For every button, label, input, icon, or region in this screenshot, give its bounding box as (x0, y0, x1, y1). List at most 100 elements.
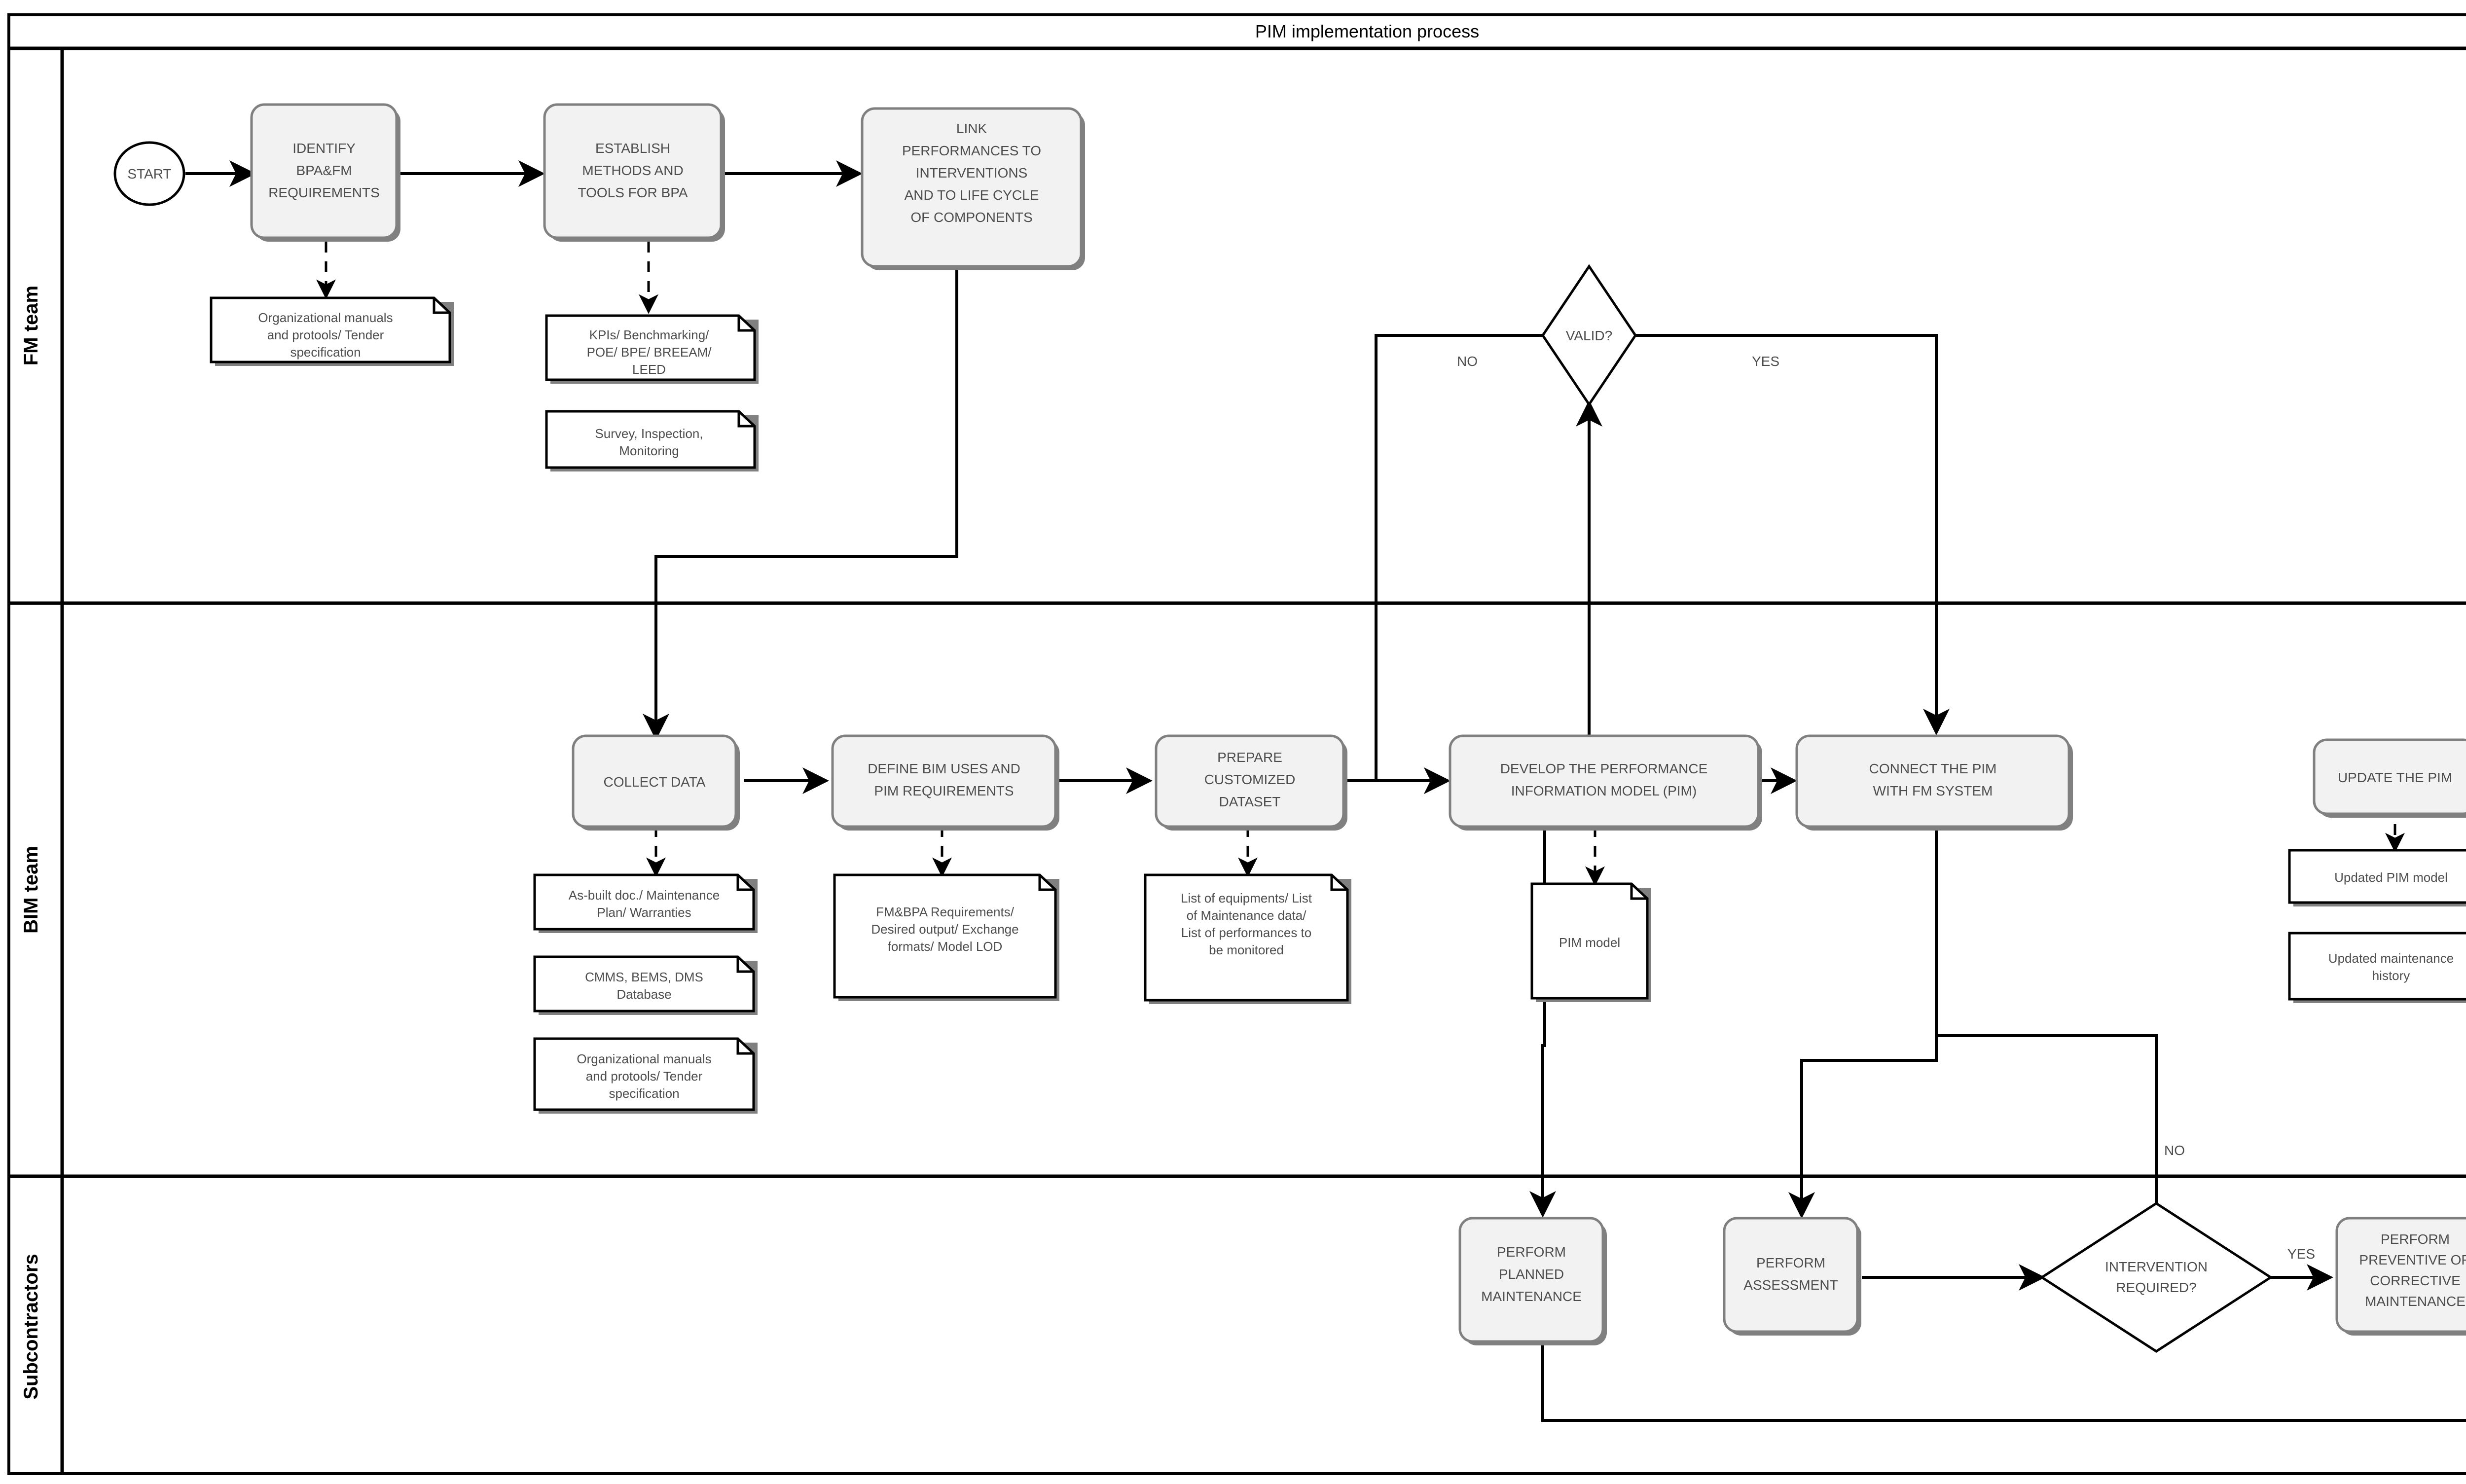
pool-frame (7, 13, 2466, 1475)
node-identify-bpafm-requirements[interactable]: IDENTIFY BPA&FM REQUIREMENTS (250, 103, 400, 242)
doc-kpi-l1: KPIs/ Benchmarking/ (589, 327, 710, 342)
doc-survey-l1: Survey, Inspection, (595, 426, 703, 441)
node-develop-label-l1: DEVELOP THE PERFORMANCE (1500, 761, 1708, 776)
node-valid-decision[interactable]: VALID? (1541, 264, 1637, 407)
node-identify-label-l3: REQUIREMENTS (268, 185, 380, 200)
node-interv-label-l1: INTERVENTION (2105, 1259, 2208, 1274)
doc-upd-hist-l2: history (2372, 968, 2410, 983)
edge-valid-yes (1635, 334, 1950, 735)
doc-org-fm-l3: specification (290, 345, 361, 360)
node-start-label: START (127, 166, 171, 181)
node-perform-assessment[interactable]: PERFORM ASSESSMENT (1723, 1217, 1861, 1336)
connector-layer (185, 160, 2466, 1422)
node-doc-updated-pim-model[interactable]: Updated PIM model (2288, 849, 2466, 906)
edge-label-interv-no: NO (2164, 1143, 2185, 1158)
node-preventive-label-l4: MAINTENANCE (2365, 1294, 2466, 1309)
node-perform-planned-maintenance[interactable]: PERFORM PLANNED MAINTENANCE (1458, 1217, 1607, 1345)
node-collect-data[interactable]: COLLECT DATA (572, 734, 740, 831)
node-valid-label: VALID? (1566, 328, 1612, 343)
edge-label-valid-no: NO (1457, 354, 1478, 369)
node-develop-label-l2: INFORMATION MODEL (PIM) (1511, 783, 1697, 798)
edge-planned-to-update (1541, 1342, 2466, 1422)
node-identify-label-l1: IDENTIFY (292, 141, 356, 156)
node-link-label-l1: LINK (956, 121, 987, 136)
node-establish-label-l1: ESTABLISH (595, 141, 670, 156)
node-update-the-pim[interactable]: UPDATE THE PIM (2313, 738, 2466, 818)
node-define-label-l2: PIM REQUIREMENTS (874, 783, 1014, 798)
doc-pim-model-label: PIM model (1559, 935, 1620, 950)
node-doc-pim-model[interactable]: PIM model (1530, 882, 1651, 1002)
doc-cmms-l1: CMMS, BEMS, DMS (585, 970, 703, 984)
node-connect-label-l2: WITH FM SYSTEM (1873, 783, 1993, 798)
node-preventive-label-l3: CORRECTIVE (2370, 1273, 2461, 1288)
node-establish-label-l2: METHODS AND (582, 163, 683, 178)
node-preventive-label-l1: PERFORM (2381, 1231, 2450, 1247)
node-assess-label-l1: PERFORM (1756, 1255, 1825, 1270)
doc-list-l1: List of equipments/ List (1181, 891, 1312, 905)
node-doc-organizational-manuals-bim[interactable]: Organizational manuals and protools/ Ten… (533, 1037, 758, 1114)
doc-survey-l2: Monitoring (619, 443, 679, 458)
node-develop-performance-information-model[interactable]: DEVELOP THE PERFORMANCE INFORMATION MODE… (1449, 734, 1762, 831)
edge-valid-no (1375, 334, 1543, 781)
node-collect-data-label: COLLECT DATA (604, 774, 706, 790)
doc-cmms-l2: Database (616, 987, 671, 1002)
edge-label-valid-yes: YES (1752, 354, 1779, 369)
doc-list-l3: List of performances to (1181, 925, 1311, 940)
doc-upd-hist-l1: Updated maintenance (2328, 951, 2454, 966)
doc-org-bim-l3: specification (609, 1086, 679, 1101)
node-link-label-l2: PERFORMANCES TO (902, 143, 1041, 158)
doc-org-fm-l2: and protools/ Tender (267, 327, 384, 342)
node-doc-survey-inspection-monitoring[interactable]: Survey, Inspection, Monitoring (545, 410, 759, 471)
node-link-label-l3: INTERVENTIONS (916, 165, 1028, 181)
doc-kpi-l3: LEED (632, 362, 666, 377)
node-connect-label-l1: CONNECT THE PIM (1869, 761, 1997, 776)
lane-label-subcontractors: Subcontractors (20, 1254, 42, 1400)
node-doc-updated-maintenance-history[interactable]: Updated maintenance history (2288, 932, 2466, 1003)
doc-org-fm-l1: Organizational manuals (258, 310, 393, 325)
node-start[interactable]: START (113, 141, 185, 206)
doc-fmbpa-l1: FM&BPA Requirements/ (876, 905, 1015, 919)
node-doc-list-of-equipments[interactable]: List of equipments/ List of Maintenance … (1144, 873, 1351, 1004)
node-define-label-l1: DEFINE BIM USES AND (868, 761, 1020, 776)
node-doc-organizational-manuals-fm[interactable]: Organizational manuals and protools/ Ten… (210, 296, 454, 366)
doc-list-l4: be monitored (1209, 942, 1284, 957)
node-establish-methods-tools-bpa[interactable]: ESTABLISH METHODS AND TOOLS FOR BPA (543, 103, 725, 242)
lane-label-fm-team: FM team (20, 286, 42, 365)
node-define-bim-uses[interactable]: DEFINE BIM USES AND PIM REQUIREMENTS (831, 734, 1059, 831)
edge-interv-no (1936, 1034, 2158, 1213)
node-establish-label-l3: TOOLS FOR BPA (578, 185, 688, 200)
node-planned-label-l3: MAINTENANCE (1481, 1289, 1582, 1304)
node-intervention-required-decision[interactable]: INTERVENTION REQUIRED? (2039, 1202, 2273, 1353)
doc-list-l2: of Maintenance data/ (1187, 908, 1307, 923)
doc-fmbpa-l3: formats/ Model LOD (888, 939, 1003, 954)
edge-label-interv-yes: YES (2287, 1246, 2315, 1262)
node-update-the-pim-label: UPDATE THE PIM (2338, 770, 2452, 785)
node-doc-fmbpa-requirements[interactable]: FM&BPA Requirements/ Desired output/ Exc… (833, 873, 1059, 1001)
node-link-performances[interactable]: LINK PERFORMANCES TO INTERVENTIONS AND T… (861, 107, 1085, 270)
node-connect-pim-with-fm-system[interactable]: CONNECT THE PIM WITH FM SYSTEM (1795, 734, 2073, 831)
doc-asbuilt-l1: As-built doc./ Maintenance (569, 888, 720, 903)
node-preventive-label-l2: PREVENTIVE OR (2359, 1252, 2466, 1267)
node-link-label-l5: OF COMPONENTS (910, 210, 1032, 225)
node-prepare-customized-dataset[interactable]: PREPARE CUSTOMIZED DATASET (1155, 734, 1347, 831)
node-prepare-label-l3: DATASET (1219, 794, 1281, 809)
node-doc-cmms-bems-dms[interactable]: CMMS, BEMS, DMS Database (533, 955, 758, 1015)
node-doc-asbuilt[interactable]: As-built doc./ Maintenance Plan/ Warrant… (533, 873, 758, 933)
node-link-label-l4: AND TO LIFE CYCLE (905, 187, 1039, 203)
pool-title: PIM implementation process (1255, 21, 1479, 41)
node-interv-label-l2: REQUIRED? (2116, 1280, 2196, 1295)
node-prepare-label-l1: PREPARE (1217, 750, 1282, 765)
node-prepare-label-l2: CUSTOMIZED (1204, 772, 1296, 787)
edge-connect-to-assess (1788, 826, 1938, 1219)
node-planned-label-l2: PLANNED (1499, 1267, 1564, 1282)
node-planned-label-l1: PERFORM (1497, 1244, 1566, 1260)
doc-updated-pim-label: Updated PIM model (2334, 870, 2448, 885)
node-identify-label-l2: BPA&FM (296, 163, 352, 178)
node-perform-preventive-corrective-maintenance[interactable]: PERFORM PREVENTIVE OR CORRECTIVE MAINTEN… (2335, 1217, 2466, 1336)
node-doc-kpis-benchmarking[interactable]: KPIs/ Benchmarking/ POE/ BPE/ BREEAM/ LE… (545, 314, 759, 384)
lane-label-bim-team: BIM team (20, 846, 42, 934)
doc-org-bim-l2: and protools/ Tender (586, 1069, 703, 1084)
node-assess-label-l2: ASSESSMENT (1743, 1277, 1838, 1293)
edge-link-to-collect (643, 269, 958, 740)
